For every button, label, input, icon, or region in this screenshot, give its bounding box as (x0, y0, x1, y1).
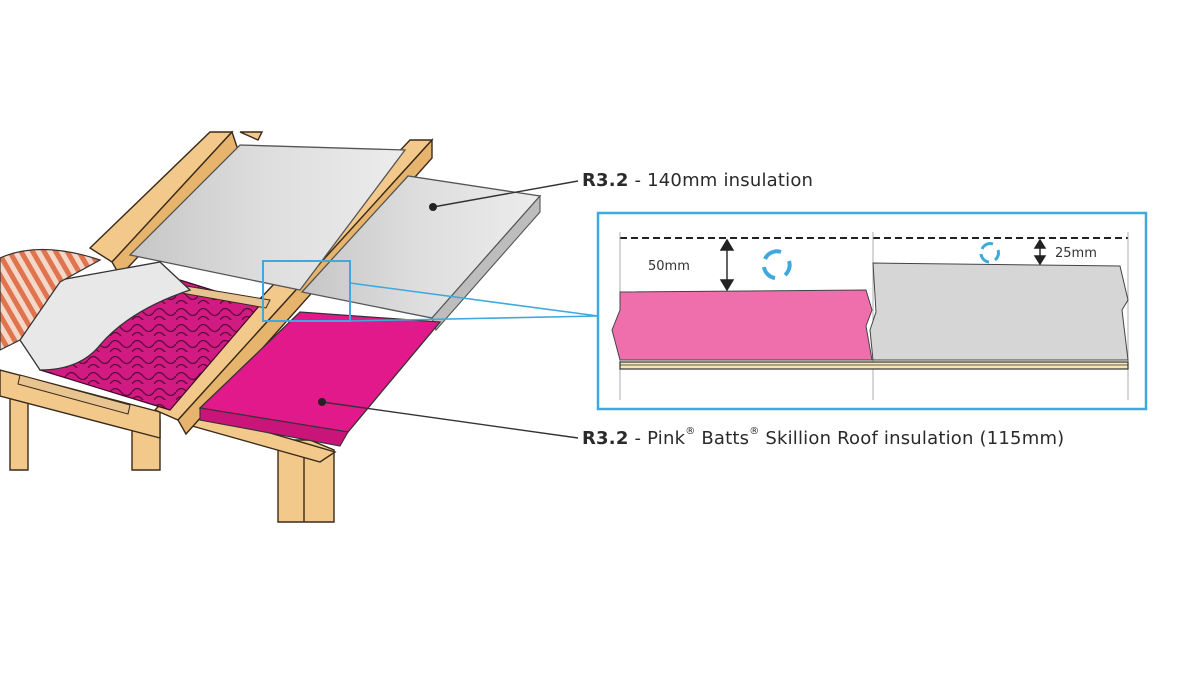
detail-grey-batt (869, 262, 1129, 361)
callout-bottom-text-a: Pink (647, 428, 686, 449)
leader-lines (321, 180, 579, 439)
dim-arrow-left (719, 238, 735, 292)
registered-mark-1: ® (685, 426, 696, 437)
callout-top-rating: R3.2 (582, 170, 629, 191)
detail-panel: 50mm 25mm (596, 211, 1148, 411)
detail-connectors (349, 282, 599, 322)
recycle-arrows-icon-small (979, 242, 1000, 264)
callout-140mm: R3.2 - 140mm insulation (582, 170, 813, 191)
foil-sheet (19, 261, 192, 371)
callout-bottom-text-c: Skillion Roof insulation (115mm) (759, 428, 1065, 449)
leader-dot-top (429, 203, 437, 211)
dim-label-right: 25mm (1055, 246, 1097, 261)
recycle-arrows-icon (762, 249, 792, 280)
detail-substrate (619, 361, 1129, 370)
callout-pink-batts: R3.2 - Pink® Batts® Skillion Roof insula… (582, 426, 1065, 449)
callout-bottom-text-b: Batts (695, 428, 750, 449)
registered-mark-2: ® (749, 426, 760, 437)
detail-pink-batt (611, 289, 873, 361)
roof-illustration (0, 130, 542, 523)
callout-bottom-sep: - (628, 428, 648, 449)
leader-dot-bottom (318, 398, 326, 406)
callout-bottom-rating: R3.2 (582, 428, 629, 449)
rafters (88, 130, 434, 436)
dim-arrow-right (1033, 238, 1047, 266)
callout-top-sep: - (628, 170, 648, 191)
roof-cladding (0, 248, 102, 351)
battens (17, 284, 271, 415)
detail-marker (262, 260, 351, 322)
dim-label-left: 50mm (648, 259, 690, 274)
grey-insulation-left (128, 144, 407, 291)
callout-top-text: 140mm insulation (647, 170, 814, 191)
